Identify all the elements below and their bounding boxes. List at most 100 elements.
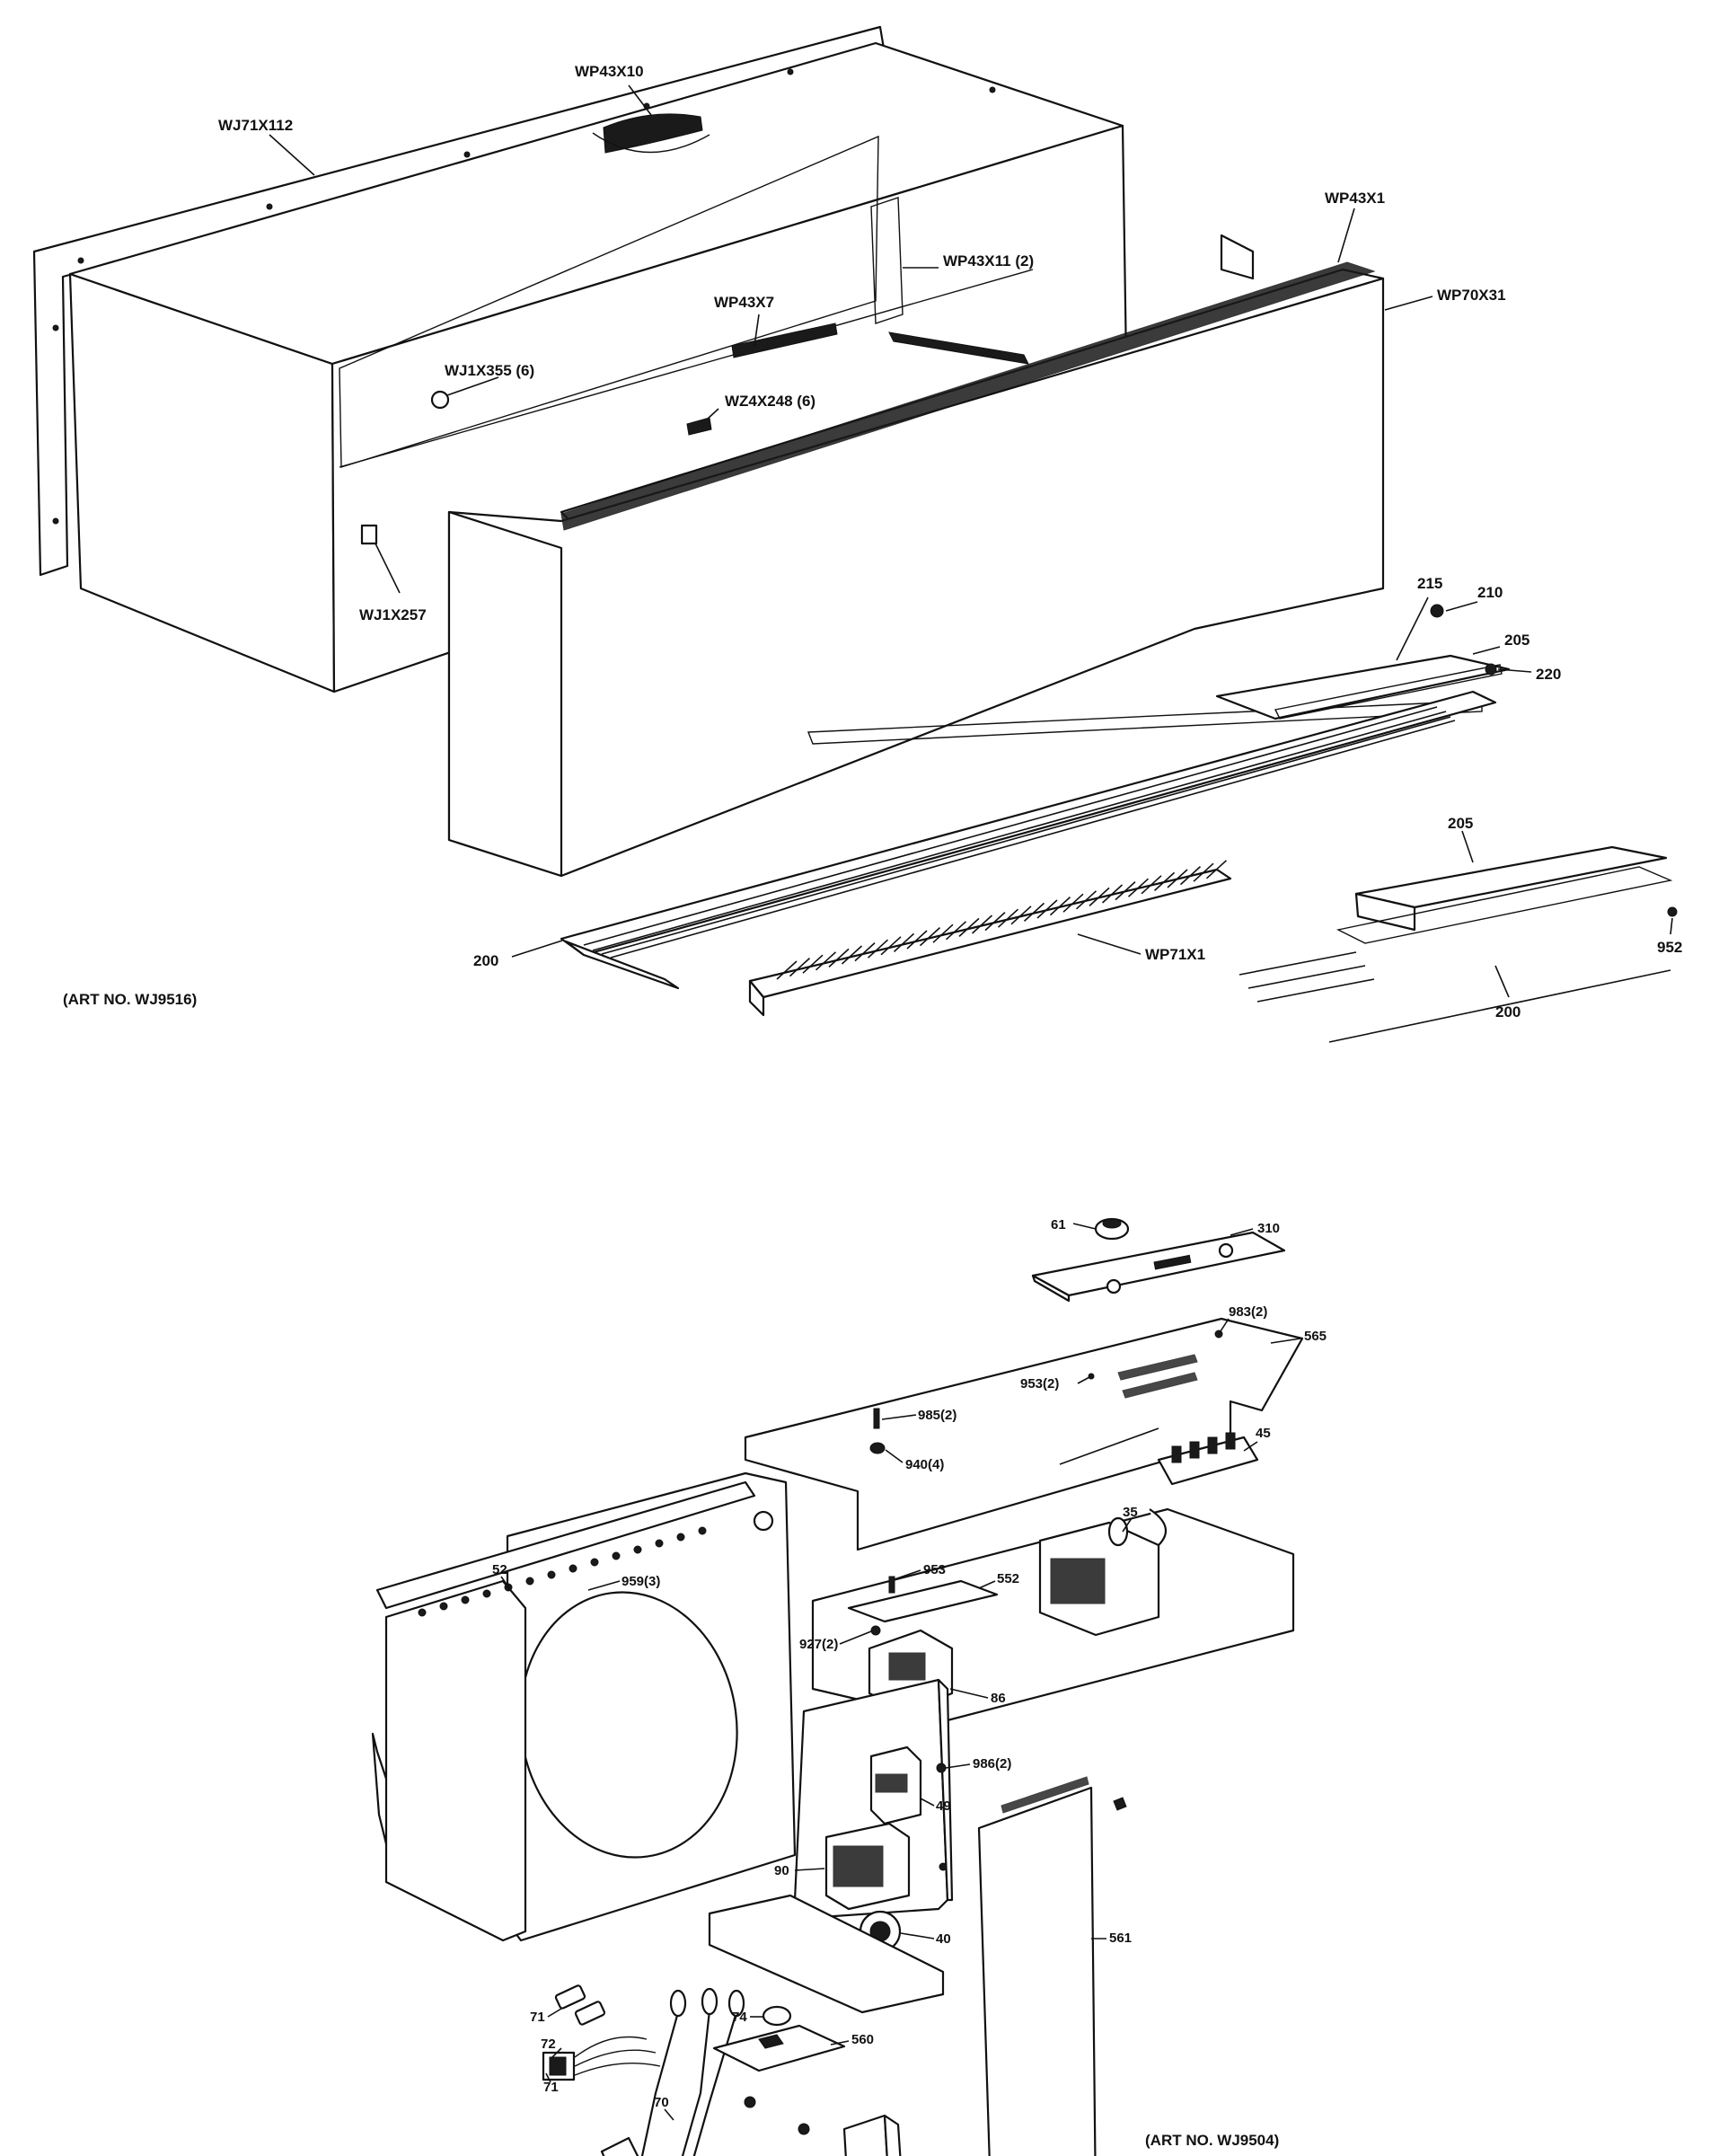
label-72: 72 xyxy=(541,2037,556,2052)
grille-slot xyxy=(1115,881,1136,901)
label-940: 940(4) xyxy=(905,1457,944,1472)
center-divider-bracket xyxy=(870,197,904,324)
label-200-b: 200 xyxy=(1495,1003,1521,1021)
grille-slot xyxy=(789,958,811,977)
rail-fastener xyxy=(482,1589,491,1598)
label-52: 52 xyxy=(492,1562,507,1577)
top-rail-52 xyxy=(375,1480,756,1610)
label-952: 952 xyxy=(1657,939,1682,956)
grommet-top xyxy=(603,113,703,154)
control-box-base xyxy=(708,1894,945,2014)
insulation-strip xyxy=(731,323,838,358)
grille-slot xyxy=(1089,887,1110,906)
label-310: 310 xyxy=(1257,1221,1280,1236)
grille-slot xyxy=(997,908,1019,928)
label-959: 959(3) xyxy=(621,1574,660,1589)
label-40: 40 xyxy=(936,1931,951,1947)
grille-slot xyxy=(1153,871,1176,891)
rail-fastener xyxy=(569,1564,577,1573)
strain-relief-74 xyxy=(762,2005,792,2027)
grille-slot xyxy=(867,939,889,959)
rail-fastener xyxy=(418,1608,427,1617)
label-200-a: 200 xyxy=(473,952,498,969)
label-71-a: 71 xyxy=(530,2010,545,2025)
label-565: 565 xyxy=(1304,1329,1327,1344)
grille-slot xyxy=(945,921,967,941)
orifice-panel xyxy=(384,1579,527,1942)
rail-fastener xyxy=(676,1533,685,1542)
grille-slot xyxy=(776,960,798,980)
label-61: 61 xyxy=(1051,1217,1066,1233)
label-90: 90 xyxy=(774,1863,789,1878)
label-210: 210 xyxy=(1477,584,1503,601)
label-74: 74 xyxy=(732,2010,747,2025)
grille-slot xyxy=(1075,890,1098,910)
art-number-bottom: (ART NO. WJ9504) xyxy=(1145,2132,1279,2149)
label-986: 986(2) xyxy=(973,1756,1011,1772)
grille-slot xyxy=(1101,884,1124,904)
label-71-b: 71 xyxy=(543,2080,559,2095)
wall-sleeve-flange xyxy=(32,25,886,577)
label-49: 49 xyxy=(936,1798,951,1814)
label-215: 215 xyxy=(1417,575,1442,592)
bracket-562 xyxy=(842,2114,888,2156)
label-wp43x7: WP43X7 xyxy=(714,294,774,311)
grille-slot xyxy=(815,951,837,971)
label-561: 561 xyxy=(1109,1931,1132,1946)
screw-952 xyxy=(1667,906,1678,917)
cabinet-inner-back xyxy=(339,135,879,468)
screw-986 xyxy=(936,1763,947,1773)
grille-slot xyxy=(880,936,902,956)
art-number-top: (ART NO. WJ9516) xyxy=(63,991,197,1008)
label-wj71x112: WJ71X112 xyxy=(218,117,293,134)
label-wp70x31: WP70X31 xyxy=(1437,287,1506,304)
wire-connectors xyxy=(542,1984,661,2081)
label-86: 86 xyxy=(991,1691,1006,1706)
grille-slot xyxy=(932,923,954,943)
screw-985 xyxy=(873,1408,880,1429)
screw-927 xyxy=(870,1625,881,1636)
grommet-side xyxy=(360,524,378,545)
grille-slot xyxy=(1127,878,1150,897)
grille-slot xyxy=(841,945,863,965)
power-cord xyxy=(600,1987,745,2156)
label-220: 220 xyxy=(1536,666,1561,683)
label-35: 35 xyxy=(1123,1505,1138,1520)
rail-fastener xyxy=(698,1526,707,1535)
label-wp71x1: WP71X1 xyxy=(1145,946,1205,963)
top-labels: WP43X10 WJ71X112 WP43X1 WP43X11 (2) WP70… xyxy=(63,63,1682,1021)
label-927: 927(2) xyxy=(799,1637,838,1652)
control-bracket xyxy=(744,1317,1304,1551)
detail-frame-200 xyxy=(1336,866,1673,944)
rail-fastener xyxy=(612,1551,621,1560)
label-45: 45 xyxy=(1256,1426,1271,1441)
plug-button xyxy=(430,390,450,410)
label-wz4x248: WZ4X248 (6) xyxy=(725,393,815,410)
grille-slot xyxy=(1010,906,1032,925)
front-panel-end xyxy=(447,510,563,878)
grille-slot xyxy=(802,954,824,974)
grille-slot xyxy=(854,942,876,962)
grille-slot xyxy=(906,930,928,950)
rail-fastener xyxy=(525,1577,534,1586)
grille-slot xyxy=(1141,875,1162,895)
grille-slot xyxy=(893,932,915,952)
mounting-plate-552 xyxy=(847,1579,999,1623)
screw-953 xyxy=(888,1576,895,1594)
grille-slot xyxy=(971,915,993,934)
front-panel-side xyxy=(1220,234,1255,280)
top-diagram: WP43X10 WJ71X112 WP43X1 WP43X11 (2) WP70… xyxy=(32,25,1682,1043)
gasket-strip xyxy=(560,261,1376,531)
label-552: 552 xyxy=(997,1571,1019,1586)
grille-slot xyxy=(1023,902,1045,922)
label-70: 70 xyxy=(654,2095,669,2110)
grille-slot xyxy=(828,948,850,968)
washer-940 xyxy=(869,1442,886,1454)
rail-fastener xyxy=(590,1558,599,1567)
label-953-a: 953(2) xyxy=(1020,1376,1059,1392)
return-grille-slots xyxy=(776,860,1228,980)
rail-fastener xyxy=(439,1602,448,1611)
grille-slot xyxy=(1179,866,1202,886)
label-wp43x10: WP43X10 xyxy=(575,63,644,80)
grille-slot xyxy=(958,917,980,937)
